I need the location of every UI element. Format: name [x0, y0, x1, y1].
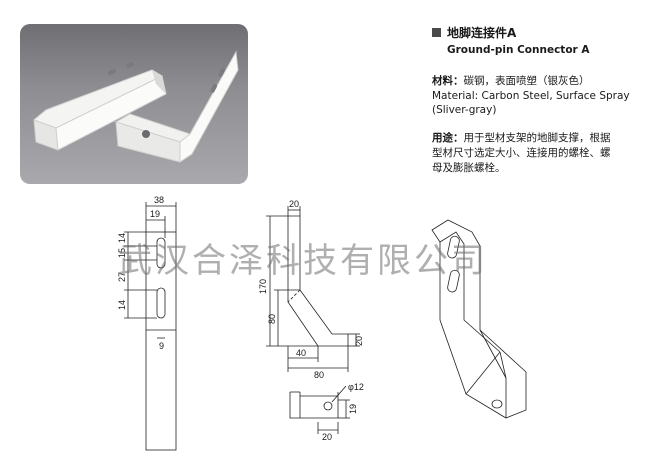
side-view-drawing [266, 206, 360, 372]
dim-front-v2: 15 [117, 248, 127, 258]
dim-side-bottom-height: 20 [354, 336, 364, 346]
usage-label: 用途： [432, 132, 464, 144]
title-chinese: 地脚连接件A [447, 26, 517, 40]
dim-foot-height: 19 [348, 404, 358, 414]
dim-side-height: 170 [258, 279, 268, 294]
foot-view-drawing [289, 385, 350, 434]
bracket-photo-illustration [33, 50, 239, 163]
dim-side-lower: 80 [267, 314, 277, 324]
company-watermark: 武汉合泽科技有限公司 [118, 241, 488, 281]
product-title: 地脚连接件A Ground-pin Connector A [432, 24, 590, 56]
product-photo [20, 24, 248, 184]
dim-front-width: 38 [154, 195, 164, 205]
title-square-icon [432, 28, 441, 37]
dim-front-v3: 27 [117, 272, 127, 282]
dim-front-inner: 19 [150, 209, 160, 219]
front-view-drawing [124, 202, 177, 451]
usage-line1: 用途：用于型材支架的地脚支撑，根据 [432, 131, 611, 146]
usage-text1: 用于型材支架的地脚支撑，根据 [463, 132, 611, 144]
material-english-line2: (Sliver-gray) [432, 104, 497, 116]
dim-side-top: 20 [289, 199, 299, 209]
material-chinese: 材料：碳钢，表面喷塑（银灰色） [432, 74, 590, 89]
usage-line2: 型材尺寸选定大小、连接用的螺栓、螺 [432, 147, 611, 159]
material-cn-text: 碳钢，表面喷塑（银灰色） [463, 75, 590, 87]
dim-side-base-inner: 40 [296, 348, 306, 358]
usage-line3: 母及膨胀螺栓。 [432, 162, 506, 174]
title-english: Ground-pin Connector A [447, 44, 590, 56]
dim-front-slot: 9 [159, 341, 164, 351]
dim-foot-width: 20 [322, 432, 332, 442]
dim-front-v1: 14 [117, 233, 127, 243]
material-english-line1: Material: Carbon Steel, Surface Spray [432, 90, 630, 102]
dim-foot-hole: φ12 [348, 382, 364, 392]
dim-side-base-total: 80 [314, 370, 324, 380]
material-label: 材料： [432, 75, 464, 87]
isometric-view-drawing [431, 219, 527, 419]
dim-front-v4: 14 [117, 300, 127, 310]
